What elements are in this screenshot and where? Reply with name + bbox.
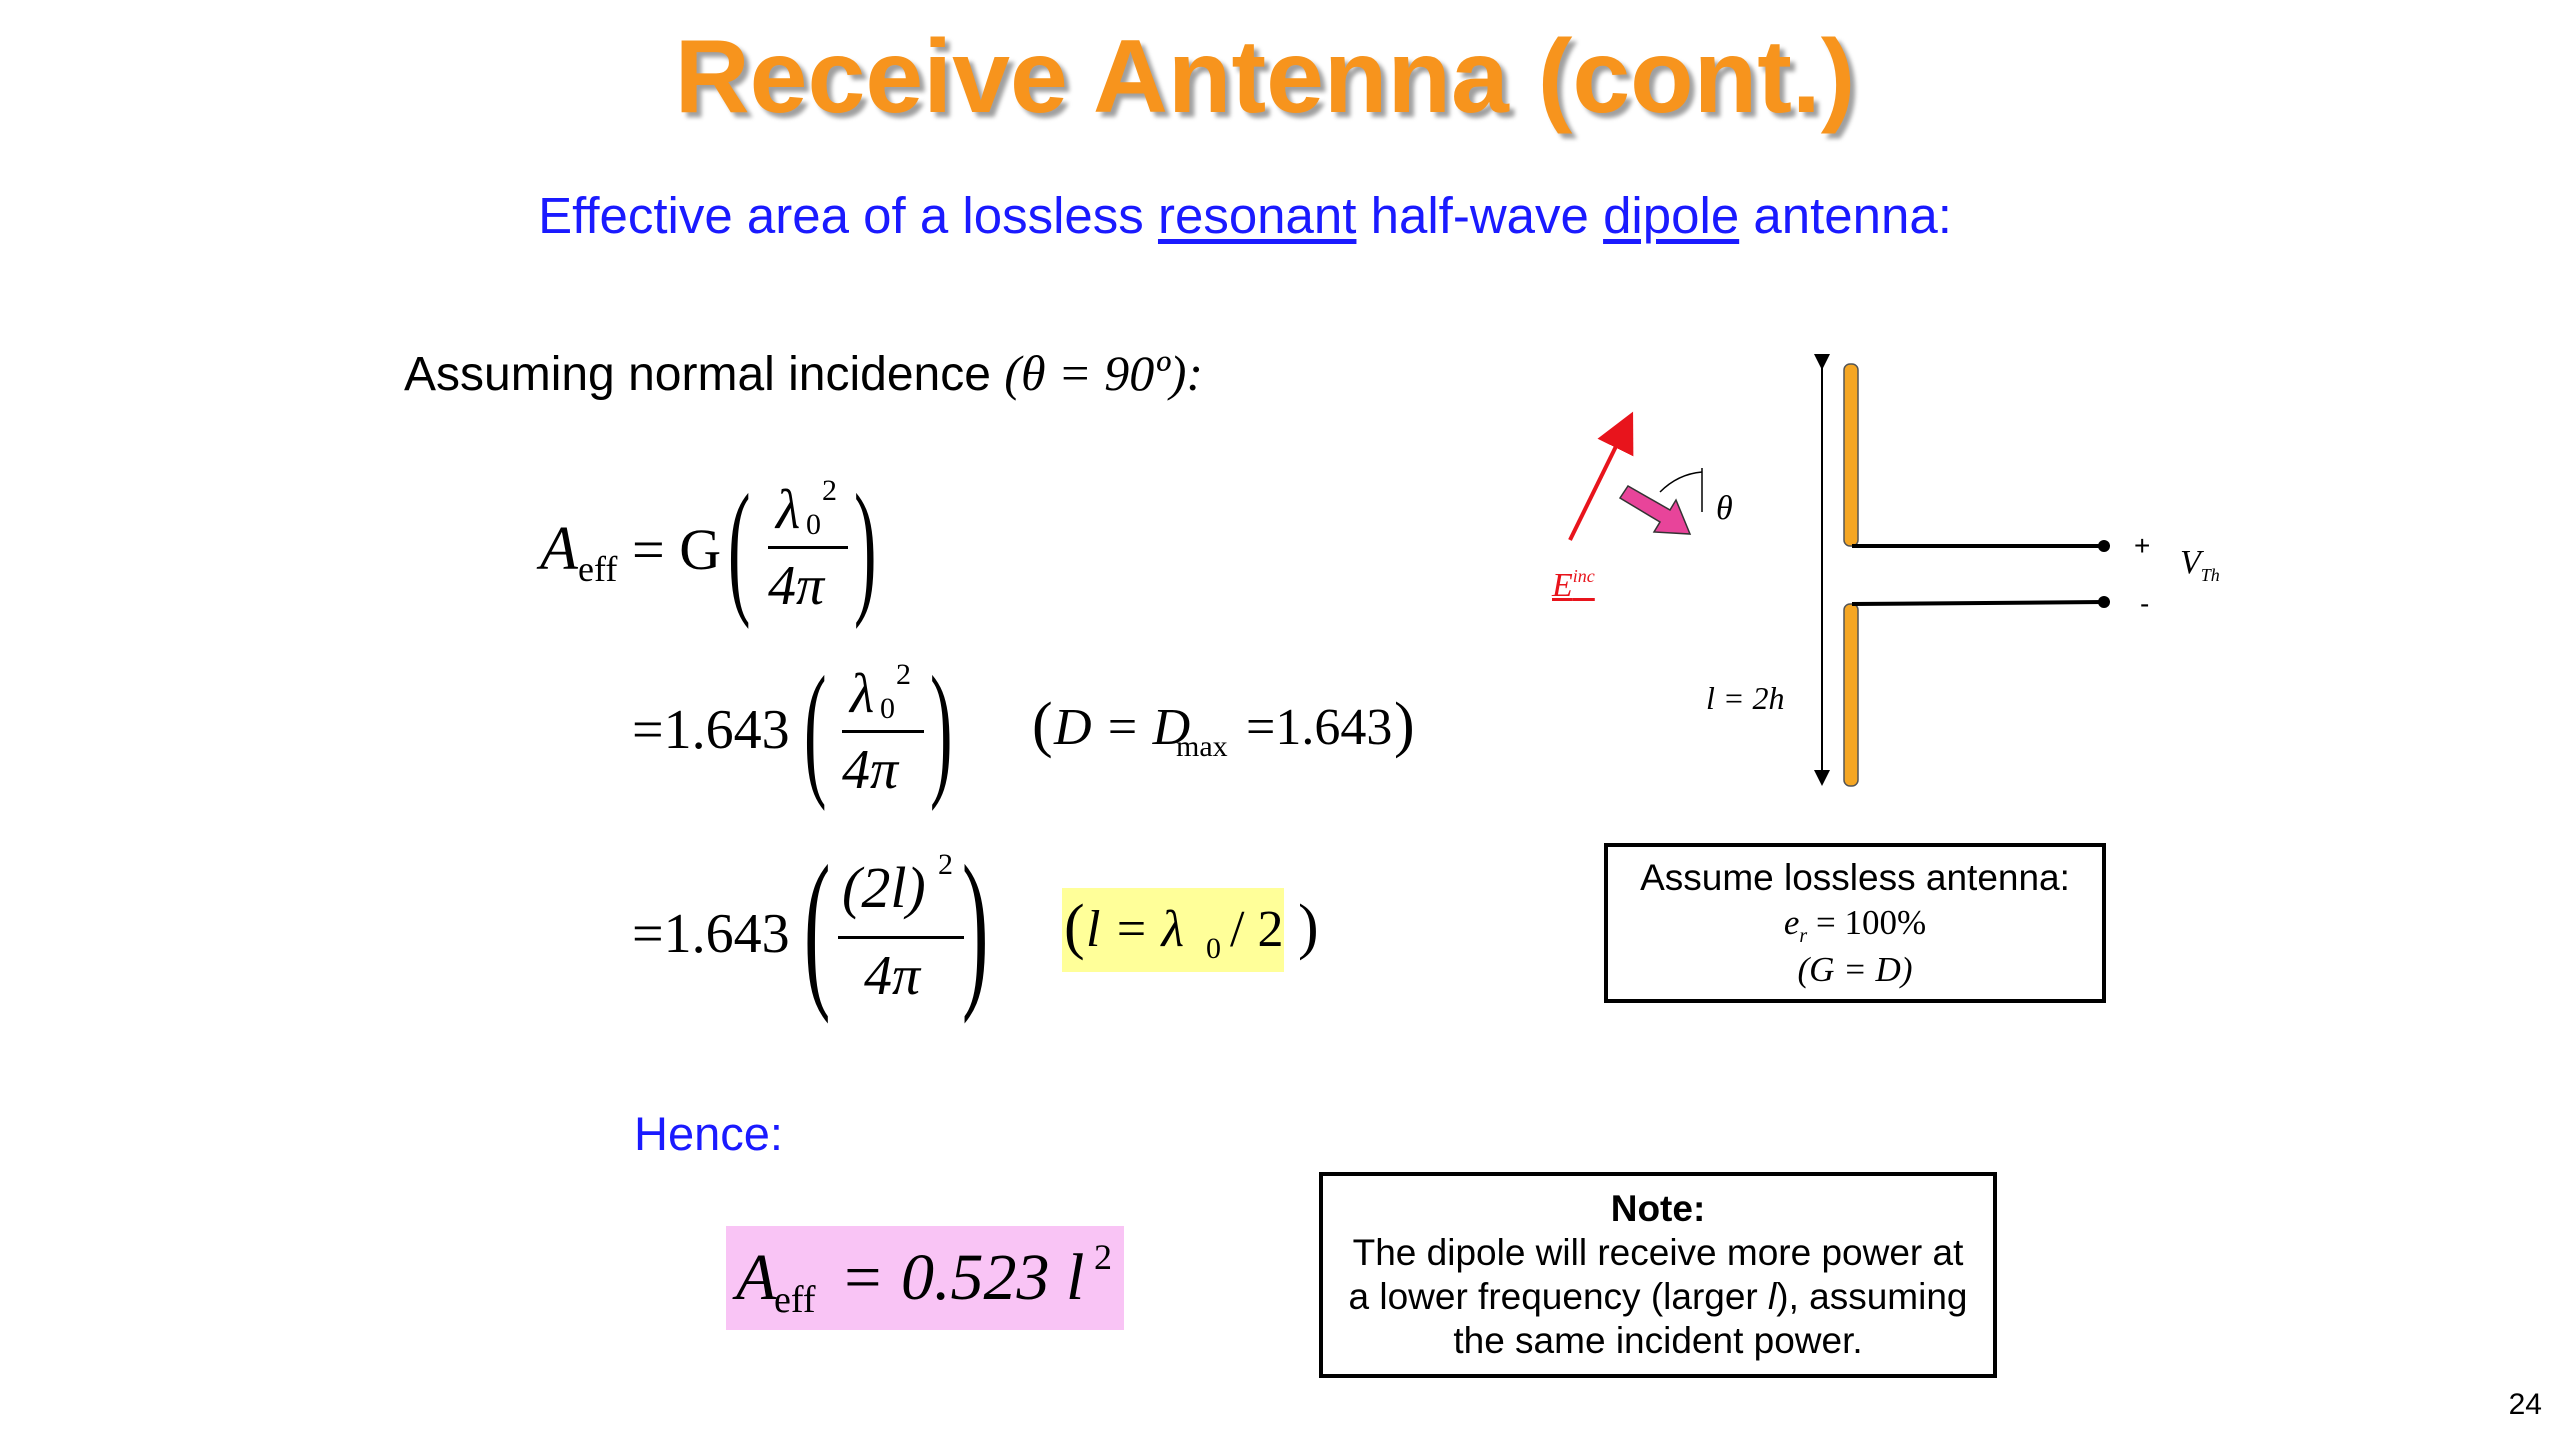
four-pi: 4π bbox=[768, 555, 825, 617]
equation-line-3: =1.643 ( (2l) 2 4π ) ( l = λ 0 / 2 ) bbox=[632, 830, 1319, 1040]
equation-line-1: A eff = G ( λ 0 2 4π ) bbox=[540, 464, 876, 640]
four-pi: 4π bbox=[864, 945, 921, 1007]
page-number: 24 bbox=[2508, 1388, 2542, 1421]
lambda-sup: 2 bbox=[822, 474, 837, 507]
slide-subtitle: Effective area of a lossless resonant ha… bbox=[0, 186, 2490, 245]
lambda-sub: 0 bbox=[880, 692, 895, 725]
fraction-bar bbox=[842, 730, 924, 733]
hence-label: Hence: bbox=[634, 1107, 783, 1160]
note-left-paren: ( bbox=[1064, 893, 1085, 961]
assumption-line: Assuming normal incidence (θ = 90º): bbox=[404, 344, 1203, 402]
note-box: Note: The dipole will receive more power… bbox=[1319, 1172, 1997, 1378]
half-wave-note: l = λ bbox=[1086, 901, 1185, 958]
aeff-symbol: A bbox=[736, 1241, 777, 1314]
half-wave-tail: / 2 bbox=[1230, 901, 1284, 958]
lambda-sub: 0 bbox=[806, 508, 821, 541]
theta-label: θ bbox=[1716, 490, 1733, 527]
left-paren: ( bbox=[728, 464, 751, 630]
subtitle-part1: Effective area of a lossless bbox=[538, 187, 1158, 244]
equation-line-2: =1.643 ( λ 0 2 4π ) ( D = D max =1.643 ) bbox=[632, 646, 1415, 826]
resonant-link[interactable]: resonant bbox=[1157, 187, 1357, 244]
assumption-condition: (θ = 90º): bbox=[1004, 345, 1204, 401]
subtitle-part3: antenna: bbox=[1739, 187, 1952, 244]
coef-1643: =1.643 bbox=[632, 699, 790, 761]
aeff-symbol: A bbox=[540, 515, 578, 583]
feed-line-bottom bbox=[1851, 600, 2105, 606]
four-pi: 4π bbox=[842, 739, 899, 801]
half-wave-highlight bbox=[1062, 888, 1284, 972]
note-line-2: a lower frequency (larger l), assuming bbox=[1348, 1276, 1968, 1317]
lossless-assumption-box: Assume lossless antenna: er = 100% (G = … bbox=[1604, 843, 2106, 1003]
upper-arm bbox=[1843, 363, 1859, 547]
dipole-diagram bbox=[1568, 354, 2110, 787]
note-heading: Note: bbox=[1610, 1188, 1706, 1229]
left-paren: ( bbox=[804, 830, 831, 1025]
equals-g: = G bbox=[632, 517, 722, 582]
coef-1643: =1.643 bbox=[632, 903, 790, 965]
result-formula: A eff = 0.523 l 2 bbox=[726, 1226, 1124, 1330]
result-rhs: = 0.523 l bbox=[840, 1241, 1085, 1314]
aeff-subscript: eff bbox=[774, 1279, 816, 1321]
lambda-sub: 0 bbox=[1206, 932, 1221, 965]
incident-field-arrow bbox=[1568, 411, 1634, 541]
left-paren: ( bbox=[804, 646, 827, 812]
result-sup: 2 bbox=[1094, 1237, 1112, 1277]
aeff-subscript: eff bbox=[578, 549, 618, 589]
directivity-sub: max bbox=[1176, 730, 1228, 763]
note-left-paren: ( bbox=[1032, 691, 1053, 759]
right-paren: ) bbox=[930, 646, 953, 812]
right-paren: ) bbox=[854, 464, 877, 630]
note-line-1: The dipole will receive more power at bbox=[1352, 1232, 1964, 1273]
subtitle-part2: half-wave bbox=[1356, 187, 1604, 244]
two-l-sup: 2 bbox=[938, 848, 953, 881]
lambda-symbol: λ bbox=[776, 479, 801, 541]
directivity-note: D = D bbox=[1054, 699, 1191, 756]
lower-arm bbox=[1843, 603, 1859, 787]
plus-terminal-label: + bbox=[2134, 530, 2151, 561]
terminal-top bbox=[2098, 540, 2110, 552]
dipole-link[interactable]: dipole bbox=[1603, 187, 1740, 244]
theta-arc bbox=[1659, 471, 1703, 493]
thevenin-voltage-label: VTh bbox=[2180, 544, 2220, 585]
lossless-line-3: (G = D) bbox=[1797, 950, 1913, 989]
propagation-arrow bbox=[1618, 485, 1692, 535]
note-right-paren: ) bbox=[1394, 691, 1415, 759]
note-right-paren: ) bbox=[1298, 893, 1319, 961]
fraction-bar bbox=[838, 936, 964, 939]
directivity-value: =1.643 bbox=[1246, 699, 1393, 756]
lossless-line-1: Assume lossless antenna: bbox=[1640, 857, 2070, 898]
length-label: l = 2h bbox=[1706, 680, 1785, 716]
slide-title: Receive Antenna (cont.) bbox=[674, 19, 1856, 135]
right-paren: ) bbox=[962, 830, 989, 1025]
e-inc-label: Einc bbox=[1552, 566, 1595, 604]
lossless-line-2: er = 100% bbox=[1783, 903, 1927, 947]
two-l: (2l) bbox=[842, 855, 926, 920]
note-line-3: the same incident power. bbox=[1453, 1320, 1863, 1361]
terminal-bottom bbox=[2098, 596, 2110, 608]
lambda-sup: 2 bbox=[896, 658, 911, 691]
minus-terminal-label: - bbox=[2140, 588, 2150, 619]
assumption-text: Assuming normal incidence bbox=[404, 348, 991, 401]
fraction-bar bbox=[768, 546, 848, 549]
lambda-symbol: λ bbox=[850, 663, 875, 725]
